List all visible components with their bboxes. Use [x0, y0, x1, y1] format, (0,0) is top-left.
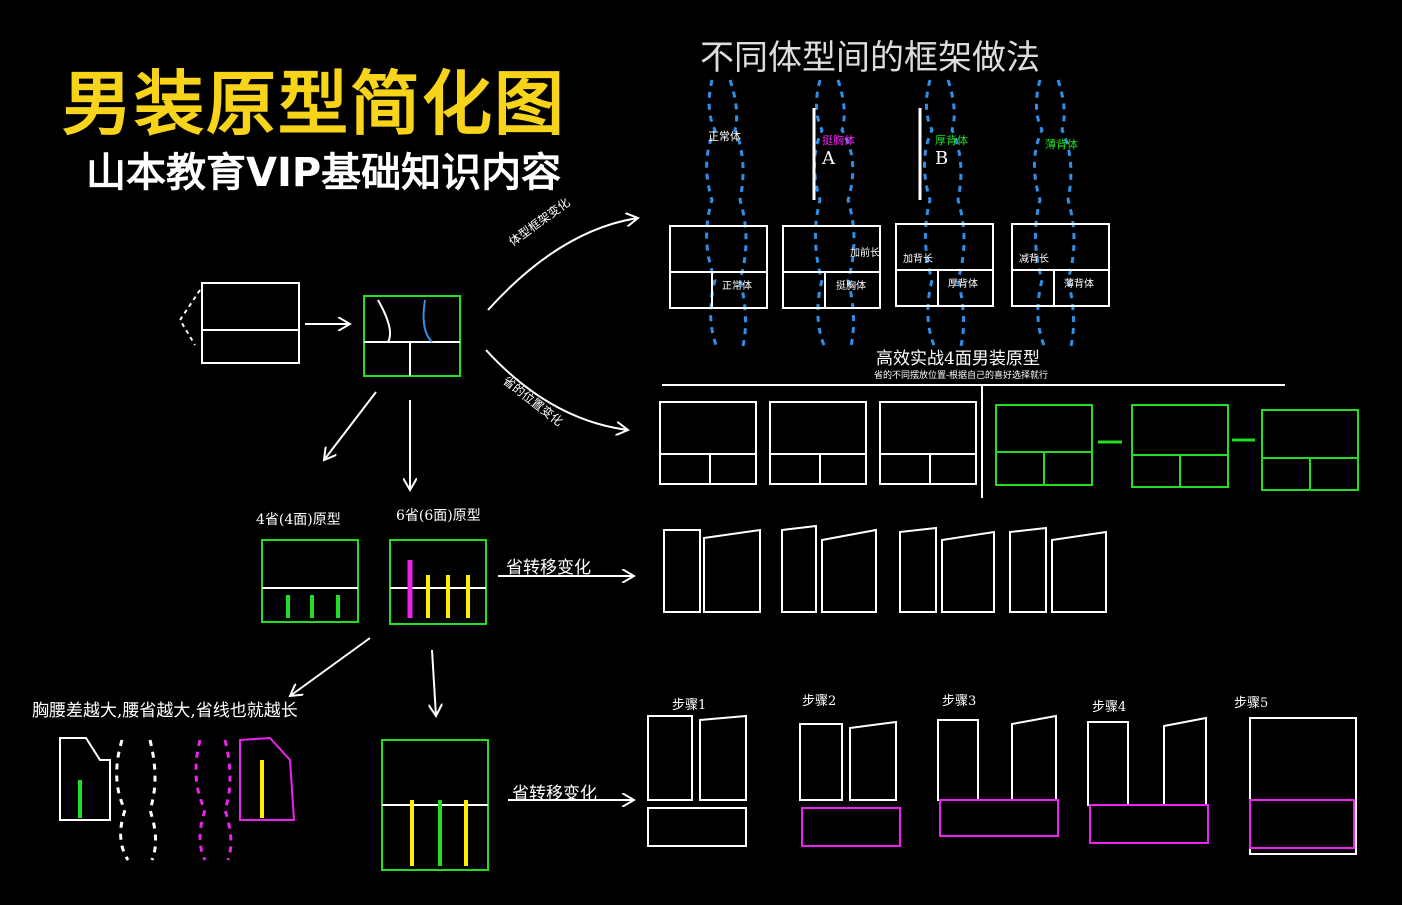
- frame-label-1: 正常体: [722, 281, 752, 292]
- frame-label-4-bot: 薄背体: [1064, 279, 1094, 290]
- base-rectangle: [178, 282, 300, 364]
- step-label-1: 步骤1: [672, 698, 707, 713]
- label-four-dart: 4省(4面)原型: [256, 512, 341, 528]
- label-mark-a: A: [822, 148, 835, 169]
- body-frames: [669, 223, 1110, 309]
- silhouette-thin: [1032, 79, 1048, 351]
- main-title: 男装原型简化图: [62, 63, 566, 145]
- prototype-main: [363, 295, 461, 377]
- prototype-4dart: [261, 539, 359, 623]
- arrows: [290, 218, 638, 800]
- step-label-2: 步骤2: [802, 694, 837, 709]
- silhouette-chest: [812, 79, 828, 351]
- silhouette-back: [922, 79, 938, 351]
- frame-label-3-bot: 厚背体: [948, 279, 978, 290]
- frame-label-3-top: 加背长: [903, 254, 933, 265]
- label-mark-b: B: [935, 148, 949, 169]
- arrow-to-waist: [290, 637, 371, 696]
- frame-label-2-bot: 挺胸体: [836, 281, 866, 292]
- silhouette-normal: [705, 79, 720, 351]
- label-back: 厚背体: [935, 134, 968, 147]
- transfer-row-1: [663, 524, 1107, 613]
- arrow-dart-position: [485, 349, 628, 430]
- body-silhouettes: [705, 79, 1076, 351]
- dart-position-row: [659, 384, 1359, 498]
- prototype-4-title: 高效实战4面男装原型: [876, 349, 1040, 369]
- arrow-label-transfer-2: 省转移变化: [512, 784, 597, 804]
- frame-label-2-top: 加前长: [850, 248, 880, 259]
- arrow-body-frame: [487, 218, 638, 311]
- frame-label-4-top: 减背长: [1019, 254, 1049, 265]
- step-label-5: 步骤5: [1234, 696, 1269, 711]
- arrow-to-bottom: [432, 649, 436, 716]
- arrow-label-transfer-1: 省转移变化: [506, 558, 591, 578]
- prototype-4-subtitle: 省的不同摆放位置-根据自己的喜好选择就行: [874, 371, 1049, 381]
- label-waist-note: 胸腰差越大,腰省越大,省线也就越长: [32, 701, 298, 721]
- waist-figures: [59, 736, 296, 861]
- label-normal: 正常体: [708, 130, 741, 143]
- arrow-to-4dart: [324, 391, 377, 460]
- prototype-bottom: [381, 739, 489, 871]
- prototype-6dart: [389, 539, 487, 625]
- step-label-4: 步骤4: [1092, 700, 1127, 715]
- section-title: 不同体型间的框架做法: [700, 38, 1040, 78]
- label-chest: 挺胸体: [822, 134, 855, 147]
- label-thin: 薄背体: [1045, 138, 1078, 151]
- steps-row: [647, 714, 1357, 855]
- step-label-3: 步骤3: [942, 694, 977, 709]
- subtitle: 山本教育VIP基础知识内容: [86, 150, 562, 196]
- label-six-dart: 6省(6面)原型: [396, 508, 481, 524]
